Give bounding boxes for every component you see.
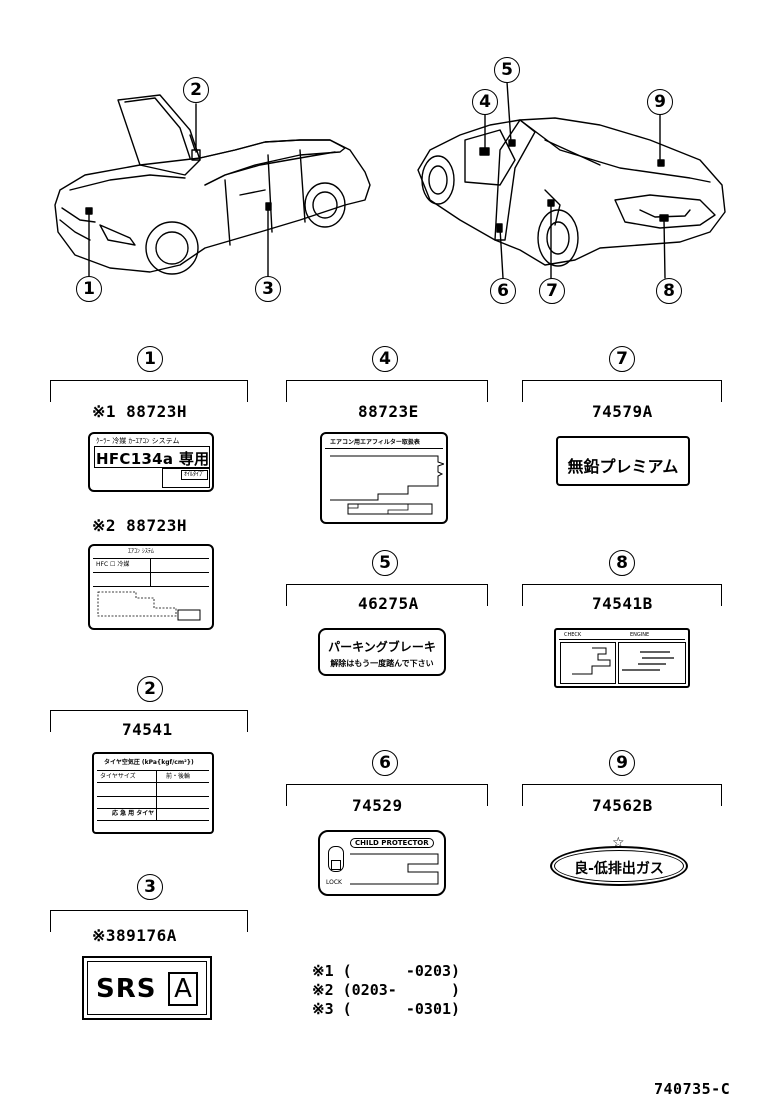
vehicle-illustrations xyxy=(54,81,726,279)
callout-4: 4 xyxy=(372,346,398,372)
label-1b-vline xyxy=(150,558,151,586)
label-6-lock-slot xyxy=(328,846,344,872)
part-number-4: 88723E xyxy=(358,402,419,421)
label-2-rule3 xyxy=(97,796,209,797)
front-car-illustration xyxy=(54,94,371,275)
label-2-tire: タイヤ空気圧 (kPa{kgf/cm²}) タイヤサイズ 前・後輪 応 急 用 … xyxy=(92,752,214,834)
label-1a-line1: ｸｰﾗｰ 冷媒 ｶｰｴｱｺﾝ システム xyxy=(96,437,180,445)
bracket-1 xyxy=(50,380,248,402)
part-number-3: ※389176A xyxy=(92,926,177,945)
label-4-rule xyxy=(325,448,443,449)
label-8-right-box xyxy=(618,642,686,684)
label-1a-tag: ｵｲﾙﾀｲﾌﾟ xyxy=(180,470,208,480)
label-3-srs-box: A xyxy=(168,972,198,1006)
label-5-parking-brake: パーキングブレーキ 解除はもう一度踏んで下さい xyxy=(318,628,446,676)
note-3: ※3 ( -0301) xyxy=(312,1000,461,1018)
label-7-premium: 無鉛プレミアム xyxy=(556,436,690,486)
label-2-rule2 xyxy=(97,782,209,783)
label-1b-grid xyxy=(93,572,209,573)
callout-1-car: 1 xyxy=(76,276,102,302)
callout-7: 7 xyxy=(609,346,635,372)
bracket-8 xyxy=(522,584,722,606)
label-5-line2: 解除はもう一度踏んで下さい xyxy=(330,659,434,668)
bracket-9 xyxy=(522,784,722,806)
label-2-row2a: タイヤサイズ xyxy=(100,773,136,780)
label-8-diagram xyxy=(572,647,674,675)
bracket-2 xyxy=(50,710,248,732)
label-1b-aircon: ｴｱｺﾝ ｼｽﾃﾑ HFC ☐ 冷媒 xyxy=(88,544,214,630)
callout-9: 9 xyxy=(609,750,635,776)
note-1: ※1 ( -0203) xyxy=(312,962,461,980)
label-2-rule4 xyxy=(97,808,209,809)
label-8-h1: CHECK xyxy=(564,632,582,638)
label-3-srs: SRS A xyxy=(82,956,212,1020)
label-6-lock-knob xyxy=(331,860,341,870)
label-1b-diagram xyxy=(97,591,201,621)
bracket-7 xyxy=(522,380,722,402)
label-2-row3: 応 急 用 タイヤ xyxy=(112,810,155,817)
label-7-text: 無鉛プレミアム xyxy=(567,457,679,476)
label-1b-line: HFC ☐ 冷媒 xyxy=(96,561,130,568)
label-3-srs-inner xyxy=(87,961,207,1015)
callout-3-car: 3 xyxy=(255,276,281,302)
label-1b-header: ｴｱｺﾝ ｼｽﾃﾑ xyxy=(128,548,154,555)
bracket-6 xyxy=(286,784,488,806)
label-4-filter: エアコン用エアフィルター取扱表 xyxy=(320,432,448,524)
callout-2: 2 xyxy=(137,676,163,702)
bracket-3 xyxy=(50,910,248,932)
callout-5-car: 5 xyxy=(494,57,520,83)
label-1a-box xyxy=(162,468,210,488)
label-8-rule xyxy=(559,639,685,640)
label-8-h2: ENGINE xyxy=(630,632,650,638)
callout-6-car: 6 xyxy=(490,278,516,304)
part-number-7: 74579A xyxy=(592,402,653,421)
label-4-diagram xyxy=(330,455,444,515)
part-number-1b: ※2 88723H xyxy=(92,516,187,535)
label-6-child-protector: CHILD PROTECTOR LOCK xyxy=(318,830,446,896)
part-number-6: 74529 xyxy=(352,796,403,815)
part-number-9: 74562B xyxy=(592,796,653,815)
label-3-srs-text: SRS xyxy=(96,974,157,1004)
callout-4-car: 4 xyxy=(472,89,498,115)
document-code: 740735-C xyxy=(654,1080,731,1098)
label-2-row2b: 前・後輪 xyxy=(166,773,191,780)
callout-5: 5 xyxy=(372,550,398,576)
note-2: ※2 (0203- ) xyxy=(312,981,461,999)
label-1b-rule xyxy=(93,558,209,559)
label-6-diagram xyxy=(350,853,439,885)
label-2-row1: タイヤ空気圧 (kPa{kgf/cm²}) xyxy=(104,759,194,766)
label-2-rule5 xyxy=(97,820,209,821)
label-2-rule1 xyxy=(97,770,209,771)
part-number-5: 46275A xyxy=(358,594,419,613)
callout-6: 6 xyxy=(372,750,398,776)
rear-car-illustration xyxy=(417,117,726,267)
bracket-4 xyxy=(286,380,488,402)
label-2-vline xyxy=(156,770,157,820)
callout-8: 8 xyxy=(609,550,635,576)
label-4-header: エアコン用エアフィルター取扱表 xyxy=(330,439,420,446)
callout-3: 3 xyxy=(137,874,163,900)
label-5-line1: パーキングブレーキ xyxy=(328,640,436,654)
label-9-text: 良-低排出ガス xyxy=(574,861,664,877)
label-9-inner xyxy=(554,850,684,882)
bracket-5 xyxy=(286,584,488,606)
label-1b-grid2 xyxy=(93,586,209,587)
label-1a-main: HFC134a 専用 xyxy=(96,450,210,468)
part-number-8: 74541B xyxy=(592,594,653,613)
label-9-low-emission: 良-低排出ガス xyxy=(550,846,688,886)
callout-9-car: 9 xyxy=(647,89,673,115)
label-8-emission: CHECK ENGINE xyxy=(554,628,690,688)
label-8-left-box xyxy=(560,642,616,684)
label-6-header: CHILD PROTECTOR xyxy=(350,838,434,848)
callout-2-car: 2 xyxy=(183,77,209,103)
label-1a-main-box xyxy=(94,446,210,468)
callout-7-car: 7 xyxy=(539,278,565,304)
callout-8-car: 8 xyxy=(656,278,682,304)
part-number-1a: ※1 88723H xyxy=(92,402,187,421)
part-number-2: 74541 xyxy=(122,720,173,739)
label-6-lock: LOCK xyxy=(326,879,342,886)
callout-1: 1 xyxy=(137,346,163,372)
label-1a-aircon: ｸｰﾗｰ 冷媒 ｶｰｴｱｺﾝ システム HFC134a 専用 ｵｲﾙﾀｲﾌﾟ xyxy=(88,432,214,492)
